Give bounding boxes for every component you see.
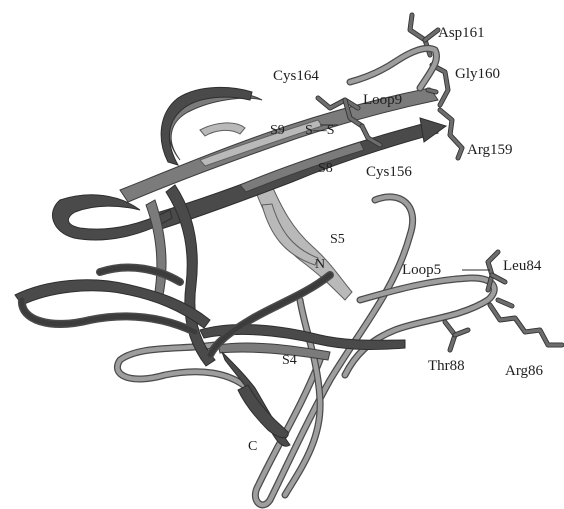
strand-s9 [119,87,439,203]
label-n-terminus: N [315,257,325,272]
label-cys156: Cys156 [366,164,412,180]
label-disulfide: S—S [305,123,335,138]
labels: Asp161 Gly160 Cys164 Loop9 S9 S—S Arg159… [248,25,544,454]
c-terminal-ribbon [237,384,289,439]
label-cys164: Cys164 [273,68,319,84]
lower-left-loop [14,263,211,336]
label-s9: S9 [270,123,285,138]
label-gly160: Gly160 [455,66,500,82]
upper-loop-back [160,86,263,166]
label-asp161: Asp161 [438,25,485,41]
label-thr88: Thr88 [428,358,465,374]
label-s8: S8 [318,161,333,176]
light-coil-back [114,193,498,509]
strand-s8 [149,117,448,231]
strand-s4 [199,324,406,361]
leader-lines [320,124,490,271]
label-c-terminus: C [248,439,257,454]
label-leu84: Leu84 [503,258,542,274]
label-loop5: Loop5 [402,262,441,278]
label-arg159: Arg159 [467,142,513,158]
label-s4: S4 [282,353,297,368]
side-chains-loop5 [442,249,564,353]
side-chains-loop9 [315,12,465,161]
label-arg86: Arg86 [505,363,544,379]
label-loop9: Loop9 [363,92,402,108]
label-s5: S5 [330,232,345,247]
strand-s5 [254,185,353,301]
